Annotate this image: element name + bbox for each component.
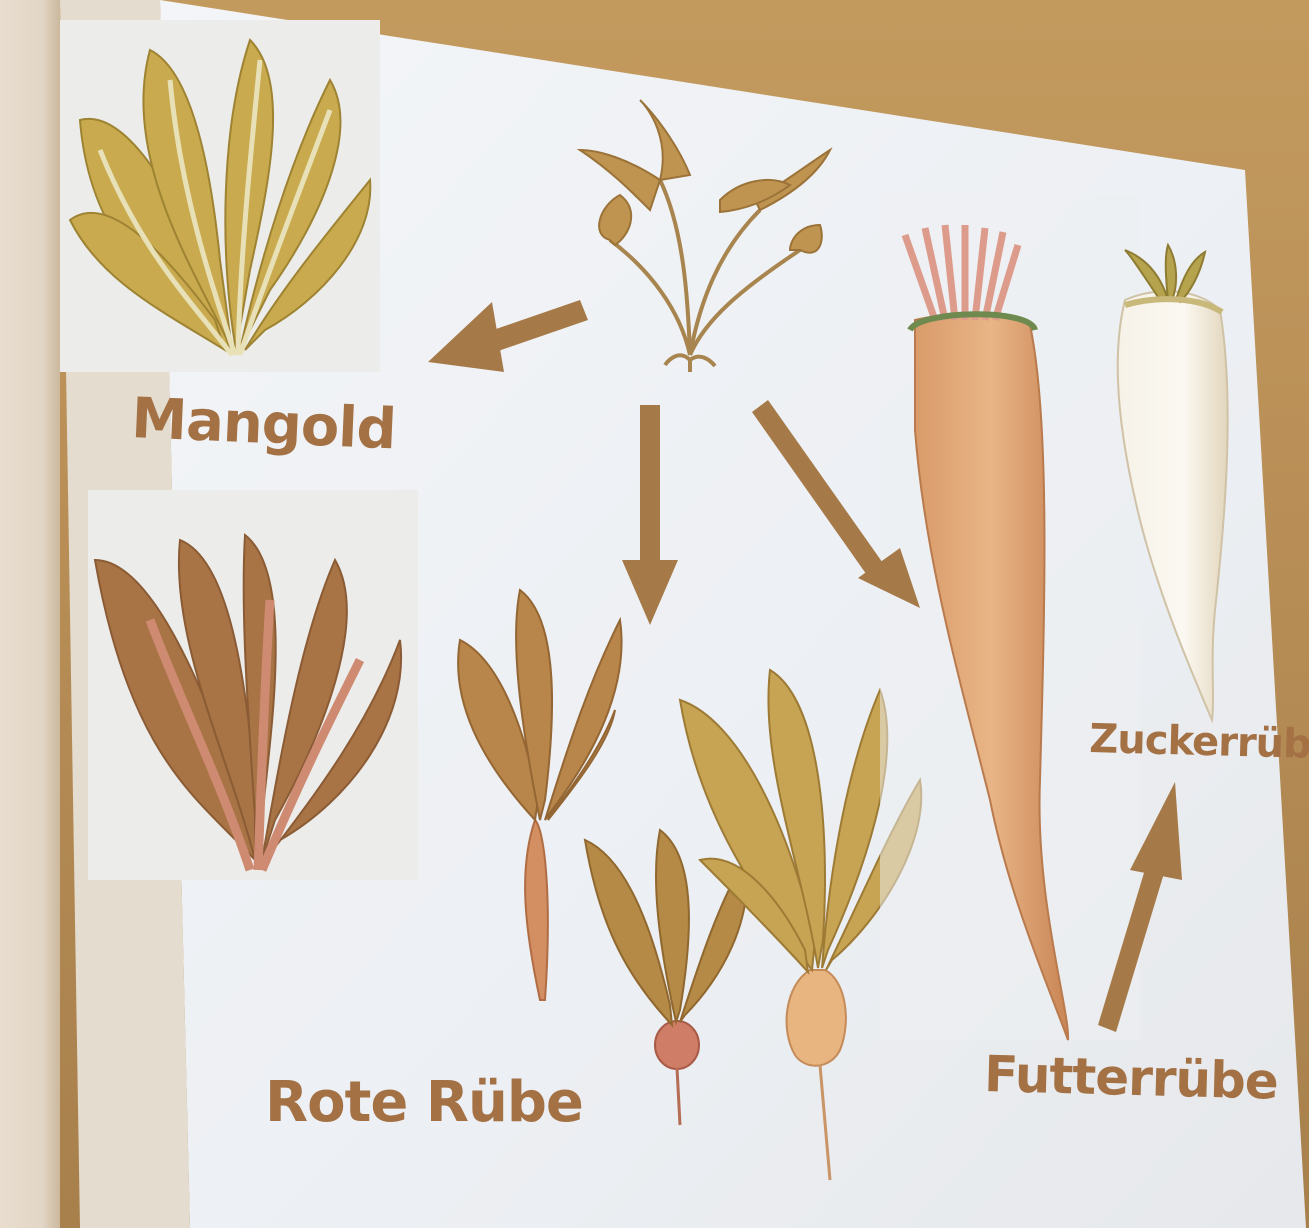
futterruebe-label: Futterrübe: [983, 1045, 1278, 1111]
zuckerruebe-label: Zuckerrübe: [1089, 716, 1309, 768]
arrow-to-rote-ruebe: [622, 405, 678, 625]
arrow-to-zuckerruebe: [1098, 782, 1182, 1032]
arrow-to-mangold: [428, 300, 588, 372]
arrow-to-futterruebe: [752, 400, 920, 608]
rote-ruebe-label: Rote Rübe: [265, 1070, 583, 1135]
mangold-label: Mangold: [130, 386, 397, 462]
